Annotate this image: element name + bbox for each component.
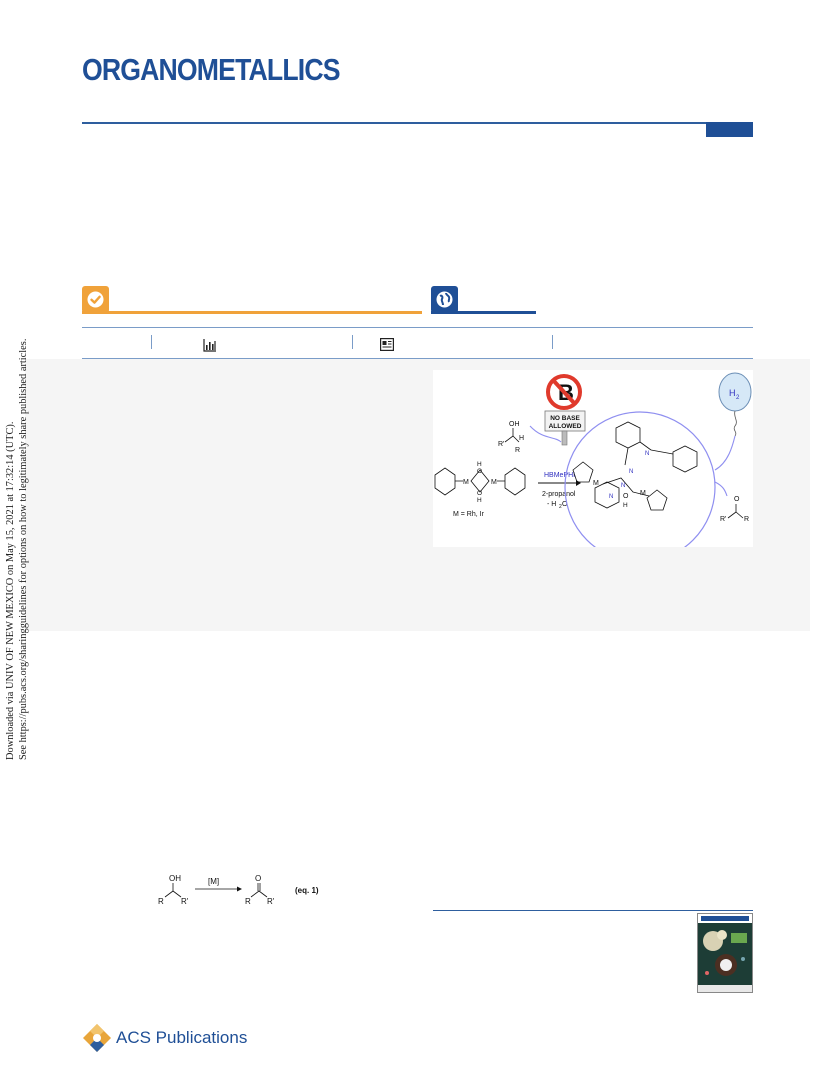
dimer-oxygen-top: O — [477, 468, 482, 475]
metal-legend: M = Rh, Ir — [453, 511, 485, 518]
alcohol-substrate: OH R' H R — [498, 421, 562, 454]
catalyst-hydrogen: H — [623, 502, 628, 509]
toc-graphic: B NO BASE ALLOWED H 2 OH R' H R — [433, 370, 753, 563]
catalyst-metal-left: M — [593, 480, 599, 487]
hydrogen-balloon: H 2 — [718, 372, 752, 437]
download-notice: Downloaded via UNIV OF NEW MEXICO on May… — [4, 339, 30, 760]
metrics-separator — [352, 335, 353, 349]
equation-oxygen: O — [255, 874, 261, 883]
equation-product-r1: R' — [267, 897, 275, 906]
catalyst-oxygen: O — [623, 493, 629, 500]
catalyst-structure — [572, 421, 698, 511]
article-icon[interactable] — [380, 338, 394, 351]
dimer-metal-left: M — [463, 479, 469, 486]
equation-reactant-r: R — [158, 897, 164, 906]
header-rule — [82, 122, 753, 124]
equation-1: OH R R' [M] O R R' (eq. 1) — [158, 874, 319, 906]
globe-icon — [436, 291, 453, 308]
ketone-r: R — [744, 516, 749, 523]
byproduct-label: - H — [547, 501, 556, 508]
license-rule — [431, 311, 536, 314]
catalyst-n-1: N — [621, 483, 625, 489]
open-access-rule — [82, 311, 422, 314]
product-gas: H — [729, 388, 736, 398]
bar-chart-icon[interactable] — [203, 338, 217, 352]
ketone-product: O R' R — [720, 496, 749, 523]
equation-catalyst: [M] — [208, 877, 219, 886]
alcohol-r1: R' — [498, 441, 504, 448]
dimer-metal-right: M — [491, 479, 497, 486]
check-circle-icon — [87, 291, 104, 308]
download-notice-line-1: Downloaded via UNIV OF NEW MEXICO on May… — [5, 421, 16, 760]
reagent-label: HBMePHI — [544, 472, 575, 479]
alcohol-oh: OH — [509, 421, 520, 428]
ketone-r1: R' — [720, 516, 726, 523]
metrics-bar-bottom-rule — [82, 358, 753, 359]
dimer-oxygen-bottom: O — [477, 490, 482, 497]
catalyst-n-4: N — [609, 494, 613, 500]
metrics-bar-top-rule — [82, 327, 753, 328]
download-notice-line-2: See https://pubs.acs.org/sharingguidelin… — [18, 338, 29, 760]
open-access-badge[interactable] — [82, 286, 109, 313]
alcohol-h: H — [519, 435, 524, 442]
equation-product-r: R — [245, 897, 251, 906]
byproduct-subscript: 2 — [559, 504, 562, 510]
metrics-separator — [552, 335, 553, 349]
no-base-label-2: ALLOWED — [549, 423, 582, 430]
journal-title[interactable]: ORGANOMETALLICS — [82, 52, 340, 87]
metrics-separator — [151, 335, 152, 349]
journal-cover-thumbnail[interactable] — [697, 913, 753, 993]
alcohol-r: R — [515, 447, 520, 454]
product-gas-subscript: 2 — [736, 395, 740, 401]
cover-rule — [433, 910, 753, 911]
catalyst-n-2: N — [629, 469, 633, 475]
solvent-label: 2-propanol — [542, 491, 576, 498]
equation-reactant-r1: R' — [181, 897, 189, 906]
ketone-oxygen: O — [734, 496, 740, 503]
dimer-h-bottom: H — [477, 497, 482, 504]
dimer-h-top: H — [477, 461, 482, 468]
equation-label: (eq. 1) — [295, 886, 319, 895]
equation-oh: OH — [169, 874, 181, 883]
acs-logo-icon[interactable] — [82, 1022, 112, 1054]
byproduct-tail: O — [562, 501, 568, 508]
catalyst-n-3: N — [645, 451, 649, 457]
header-tab — [706, 122, 753, 137]
dimer-precursor — [434, 467, 526, 496]
no-base-sign: B NO BASE ALLOWED — [544, 374, 586, 446]
license-badge[interactable] — [431, 286, 458, 313]
publisher-name[interactable]: ACS Publications — [116, 1028, 248, 1047]
catalyst-metal-right: M — [640, 490, 646, 497]
no-base-label-1: NO BASE — [550, 415, 580, 422]
